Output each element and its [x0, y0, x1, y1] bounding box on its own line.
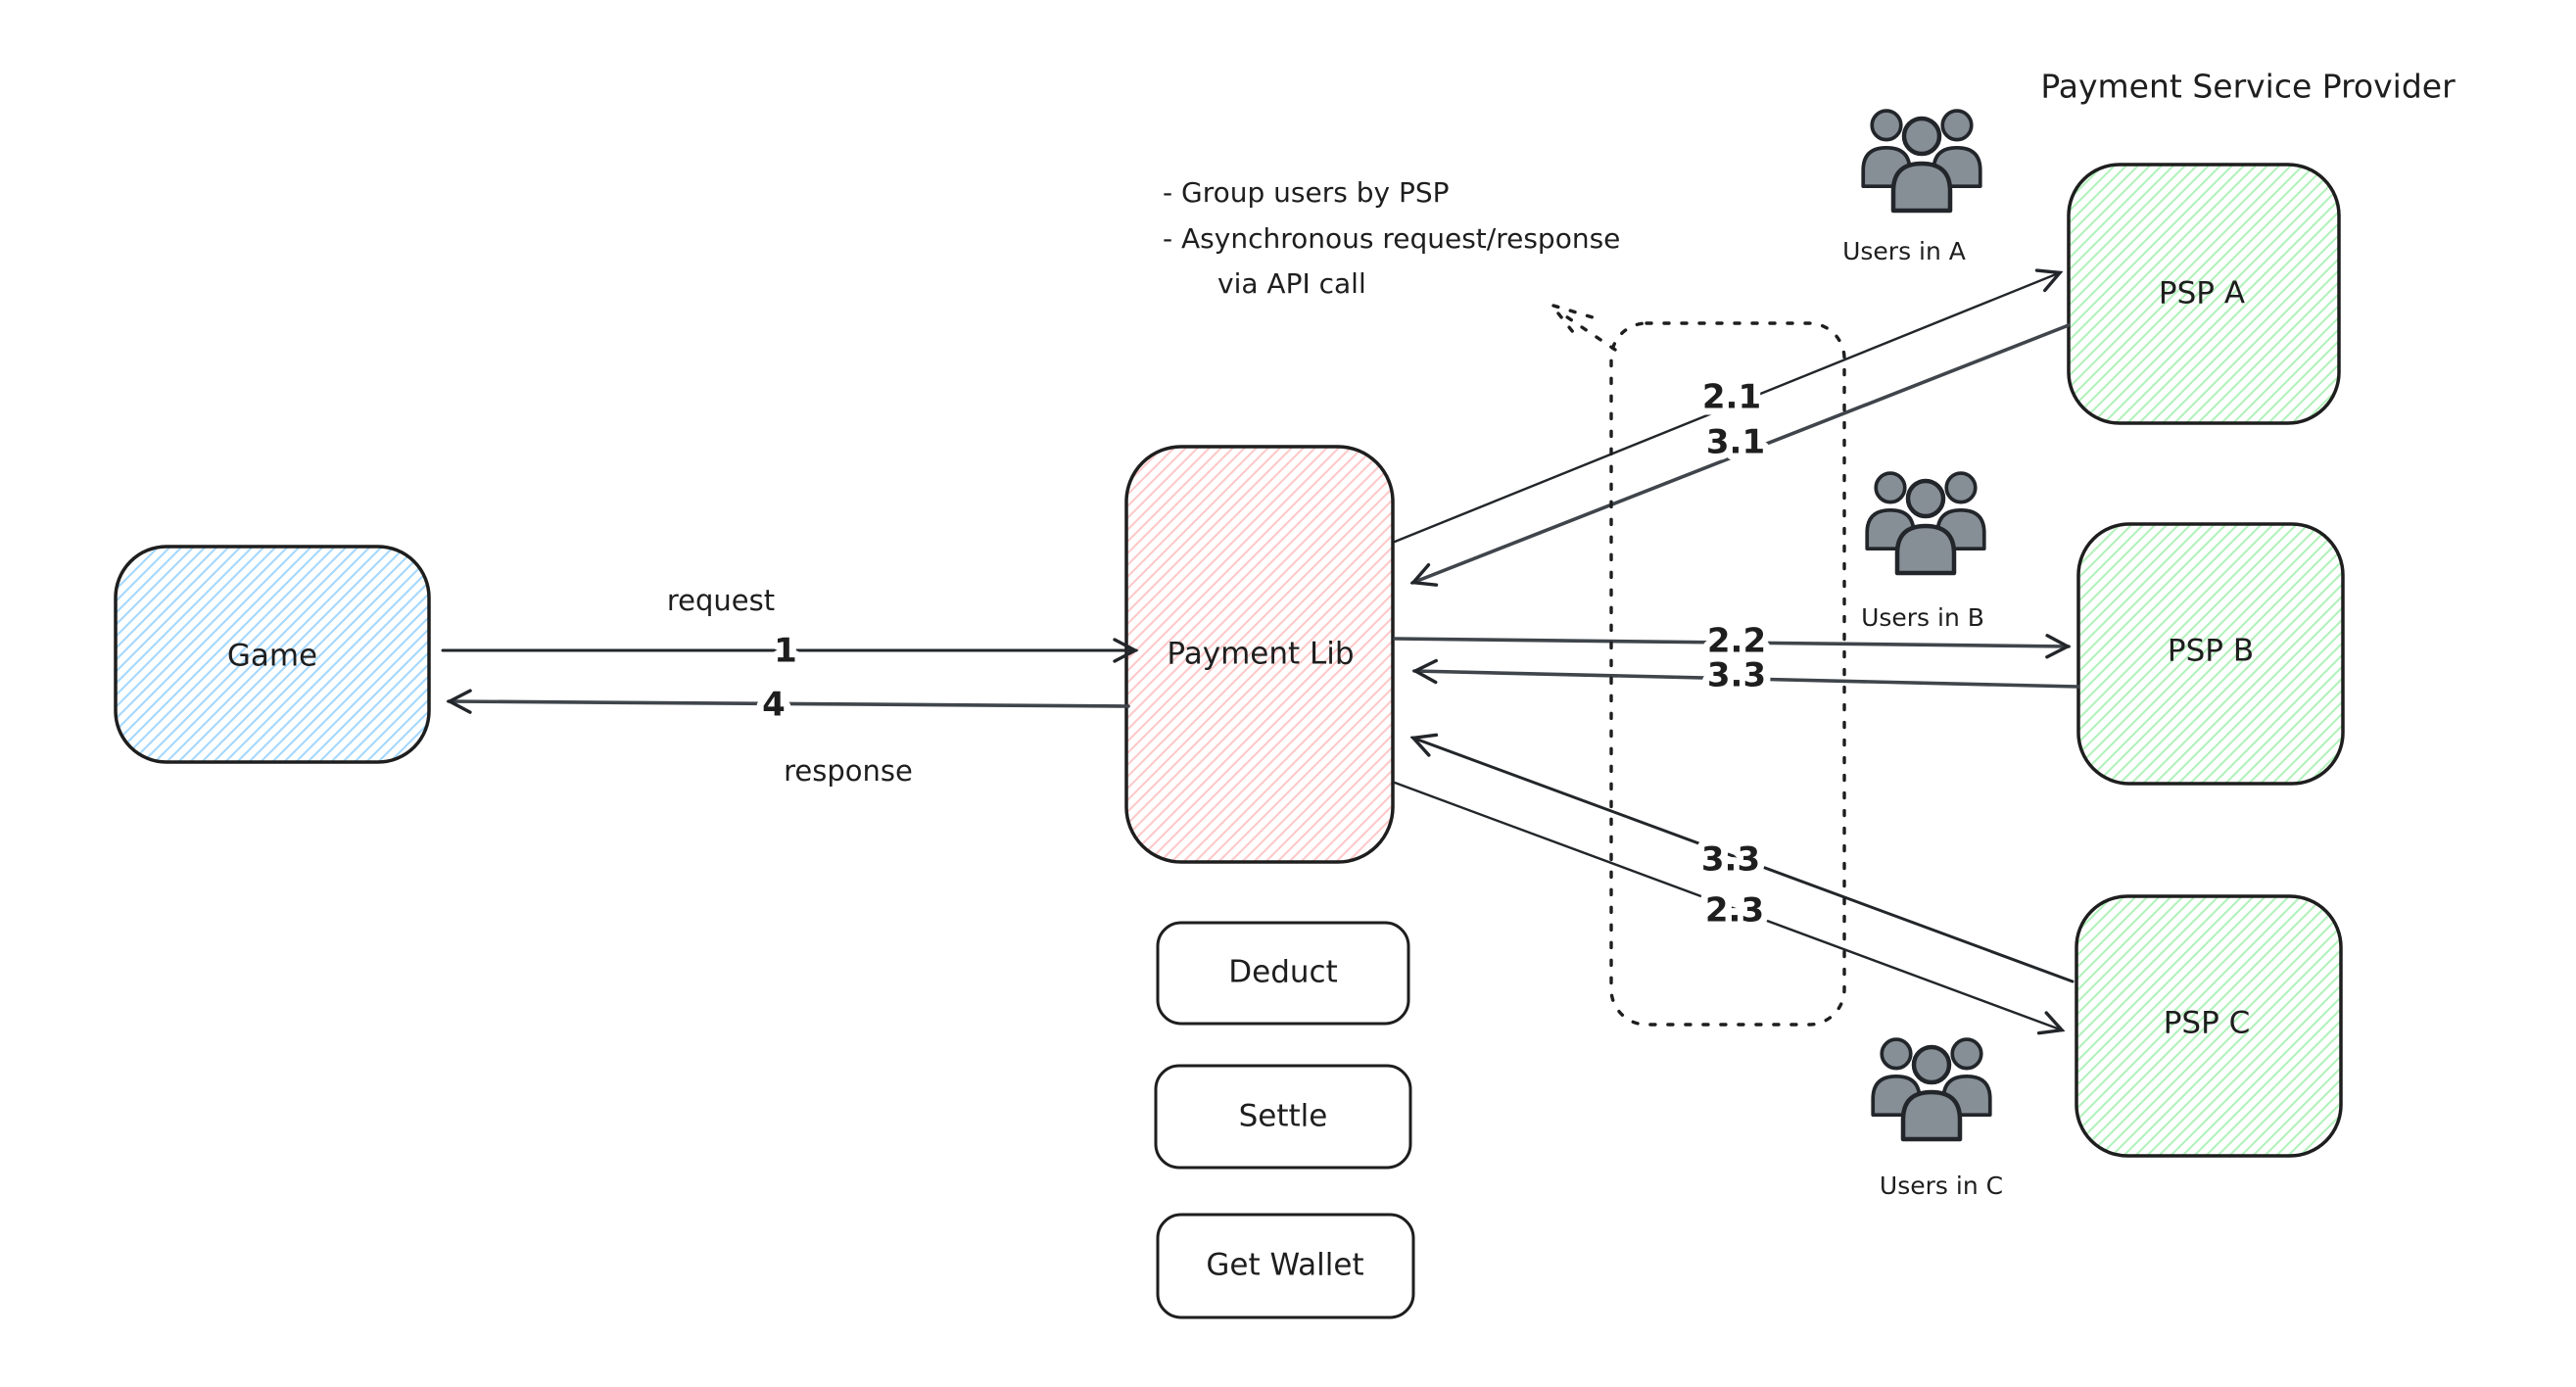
get-wallet-button[interactable] [1156, 1213, 1415, 1319]
game-label: Game [227, 639, 317, 674]
payment-lib-label: Payment Lib [1167, 637, 1354, 672]
game-node [114, 545, 431, 764]
users-label-b: Users in B [1861, 603, 1984, 632]
settle-button-label: Settle [1239, 1099, 1328, 1134]
edge-response-label: response [784, 754, 913, 788]
psp-b-label: PSP B [2168, 634, 2254, 669]
psp-a-label: PSP A [2159, 276, 2245, 311]
users-label-c: Users in C [1880, 1172, 2003, 1200]
edge-step-2-2-label: 2.2 [1707, 622, 1766, 661]
grouping-dotted-box [1609, 321, 1846, 1027]
edge-from-psp-b-line [1411, 658, 2080, 689]
get-wallet-button-label: Get Wallet [1206, 1248, 1363, 1283]
psp-c-node [2075, 894, 2343, 1158]
edge-step-3-3-mid-label: 3.3 [1707, 656, 1766, 695]
note-line-2: - Asynchronous request/response [1163, 222, 1620, 255]
edge-step-3-1-label: 3.1 [1706, 423, 1765, 462]
psp-a-node [2067, 163, 2341, 425]
users-group-icon-b [1867, 473, 1984, 573]
edge-to-psp-a-line [1393, 268, 2064, 544]
users-group-icon-a [1863, 111, 1980, 211]
settle-button[interactable] [1154, 1064, 1412, 1170]
edge-step-4-label: 4 [762, 686, 786, 725]
psp-c-label: PSP C [2164, 1006, 2251, 1041]
users-group-icon-c [1873, 1039, 1990, 1139]
users-label-a: Users in A [1842, 237, 1966, 265]
edge-step-2-1-label: 2.1 [1702, 378, 1761, 417]
edge-step-3-3-bottom-label: 3.3 [1701, 840, 1760, 880]
note-line-3: via API call [1217, 267, 1366, 300]
deduct-button-label: Deduct [1228, 955, 1337, 990]
edge-request-label: request [667, 584, 775, 617]
note-line-1: - Group users by PSP [1163, 176, 1450, 209]
edge-to-psp-b-line [1393, 634, 2072, 659]
grouping-pointer-tail [1551, 304, 1617, 352]
edge-from-psp-c-line [1409, 733, 2075, 983]
deduct-button[interactable] [1156, 921, 1410, 1026]
psp-b-node [2076, 522, 2345, 786]
edge-step-2-3-label: 2.3 [1705, 891, 1764, 931]
edge-step-1-label: 1 [774, 632, 797, 671]
page-title: Payment Service Provider [2040, 68, 2456, 106]
edge-response-line [446, 689, 1130, 714]
edge-to-psp-c-line [1393, 781, 2066, 1035]
edge-from-psp-a-line [1409, 323, 2071, 587]
